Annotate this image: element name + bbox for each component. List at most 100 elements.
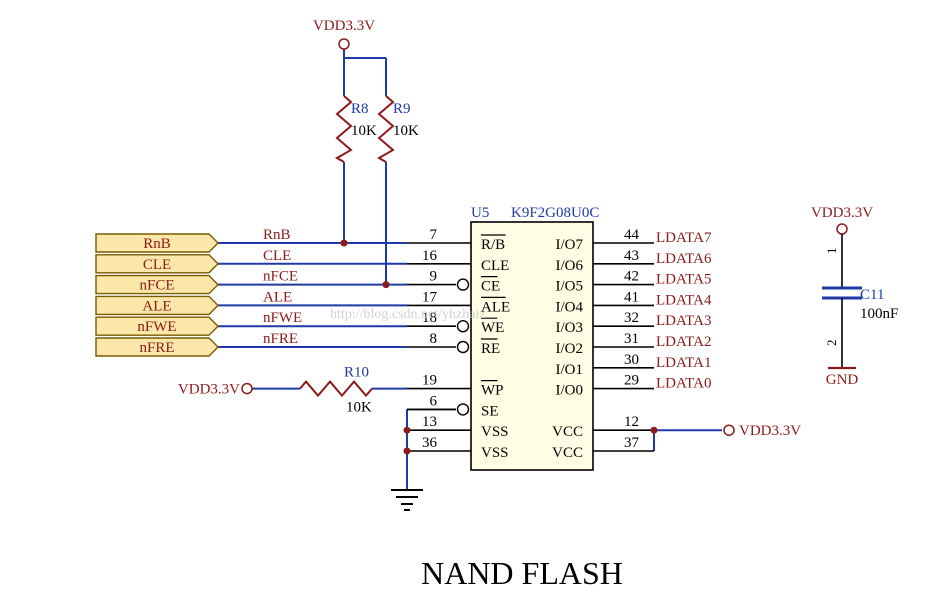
wires bbox=[218, 49, 722, 490]
power-label: VDD3.3V bbox=[811, 205, 873, 221]
net-label: CLE bbox=[263, 248, 291, 264]
gnd-label: GND bbox=[826, 372, 859, 388]
pin-number: 37 bbox=[624, 435, 640, 451]
port-flag bbox=[95, 254, 219, 274]
pin-name: I/O5 bbox=[556, 279, 584, 295]
pin-number: 6 bbox=[430, 393, 438, 409]
net-label: LDATA3 bbox=[656, 313, 711, 329]
junction-dot bbox=[650, 426, 658, 434]
pin-number: 42 bbox=[624, 269, 639, 285]
pin-name: SE bbox=[481, 403, 499, 419]
resistor-value: 10K bbox=[393, 123, 419, 139]
net-label: nFRE bbox=[263, 331, 298, 347]
pin-name: VCC bbox=[552, 424, 583, 440]
resistor-ref: R8 bbox=[351, 101, 369, 117]
cap-pin-number: 1 bbox=[824, 248, 839, 255]
cap-pin-number: 2 bbox=[824, 340, 839, 347]
cap-value: 100nF bbox=[860, 306, 898, 322]
pin-number: 17 bbox=[422, 289, 438, 305]
port-flag bbox=[95, 233, 219, 253]
pin-number: 43 bbox=[624, 248, 639, 264]
pin-name: ALE bbox=[481, 299, 510, 315]
port-flag bbox=[95, 274, 219, 295]
power-label: VDD3.3V bbox=[313, 18, 375, 34]
ic-part: K9F2G08U0C bbox=[511, 205, 599, 221]
pin-name: I/O3 bbox=[556, 320, 584, 336]
ic-ref: U5 bbox=[471, 205, 489, 221]
net-label: LDATA0 bbox=[656, 376, 711, 392]
cap-ref: C11 bbox=[860, 287, 884, 303]
pin-number: 7 bbox=[430, 227, 438, 243]
port-label: nFWE bbox=[137, 319, 176, 335]
ic-body bbox=[470, 221, 594, 471]
resistor-ref: R9 bbox=[393, 101, 411, 117]
resistor-pullup bbox=[376, 95, 395, 163]
pin-number: 19 bbox=[422, 373, 437, 389]
net-label: LDATA5 bbox=[656, 272, 711, 288]
power-port bbox=[836, 223, 848, 235]
pin-name: R/B bbox=[481, 237, 505, 253]
port-flag bbox=[95, 337, 219, 357]
pin-name: I/O1 bbox=[556, 362, 584, 378]
net-label: nFWE bbox=[263, 310, 302, 326]
pin-name: VCC bbox=[552, 445, 583, 461]
ic-pins: 7R/B16CLE9CE17ALE18WE8RE19WP6SE13VSS36VS… bbox=[422, 227, 712, 461]
pin-number: 29 bbox=[624, 373, 639, 389]
pin-name: I/O6 bbox=[556, 258, 584, 274]
passives: VDD3.3VVDD3.3VR1010KVDD3.3VR810KR910KVDD… bbox=[178, 18, 898, 511]
net-label: LDATA6 bbox=[656, 251, 712, 267]
pin-name: I/O4 bbox=[556, 299, 584, 315]
junction-dot bbox=[382, 281, 390, 289]
pin-name: I/O0 bbox=[556, 383, 584, 399]
pin-lines bbox=[407, 242, 654, 452]
junction-dot bbox=[403, 426, 411, 434]
pin-number: 31 bbox=[624, 331, 639, 347]
pin-name: WP bbox=[481, 383, 504, 399]
resistor-r10 bbox=[299, 380, 373, 398]
pin-number: 13 bbox=[422, 414, 437, 430]
port-flag bbox=[95, 316, 219, 336]
pin-name: WE bbox=[481, 320, 504, 336]
power-port bbox=[338, 38, 350, 50]
port-label: nFRE bbox=[139, 340, 174, 356]
inverter-bubble bbox=[456, 340, 470, 354]
port-flag bbox=[95, 295, 219, 316]
net-label: ALE bbox=[263, 289, 292, 305]
net-label: LDATA1 bbox=[656, 355, 711, 371]
net-label: nFCE bbox=[263, 269, 298, 285]
pin-name: CE bbox=[481, 279, 500, 295]
pin-number: 18 bbox=[422, 310, 437, 326]
pin-number: 36 bbox=[422, 435, 438, 451]
resistor-ref: R10 bbox=[344, 365, 369, 381]
pin-name: VSS bbox=[481, 424, 509, 440]
pin-name: RE bbox=[481, 341, 500, 357]
inverter-bubble bbox=[456, 320, 470, 333]
resistor-value: 10K bbox=[346, 400, 372, 416]
power-port bbox=[241, 382, 253, 395]
pin-number: 16 bbox=[422, 248, 438, 264]
power-label: VDD3.3V bbox=[178, 382, 240, 398]
page-title: NAND FLASH bbox=[421, 555, 623, 591]
pin-number: 9 bbox=[430, 269, 438, 285]
pin-name: CLE bbox=[481, 258, 509, 274]
net-label: RnB bbox=[263, 227, 291, 243]
watermark-text: http://blog.csdn.net/yhzhaiz bbox=[330, 307, 486, 322]
port-label: CLE bbox=[143, 257, 171, 273]
port-label: ALE bbox=[142, 298, 171, 314]
pin-number: 12 bbox=[624, 414, 639, 430]
inverter-bubble bbox=[456, 278, 470, 291]
junction-dot bbox=[340, 239, 348, 247]
pin-name: I/O7 bbox=[556, 237, 584, 253]
inverter-bubble bbox=[456, 403, 470, 416]
net-label: LDATA2 bbox=[656, 334, 711, 350]
net-label: LDATA7 bbox=[656, 230, 712, 246]
resistor-value: 10K bbox=[351, 123, 377, 139]
port-labels: RnBRnBCLECLEnFCEnFCEALEALEnFWEnFWEnFREnF… bbox=[95, 227, 302, 357]
port-label: RnB bbox=[143, 236, 171, 252]
pin-name: VSS bbox=[481, 445, 509, 461]
pin-name: I/O2 bbox=[556, 341, 584, 357]
pin-number: 41 bbox=[624, 289, 639, 305]
resistor-pullup bbox=[334, 95, 353, 163]
pin-number: 44 bbox=[624, 227, 640, 243]
